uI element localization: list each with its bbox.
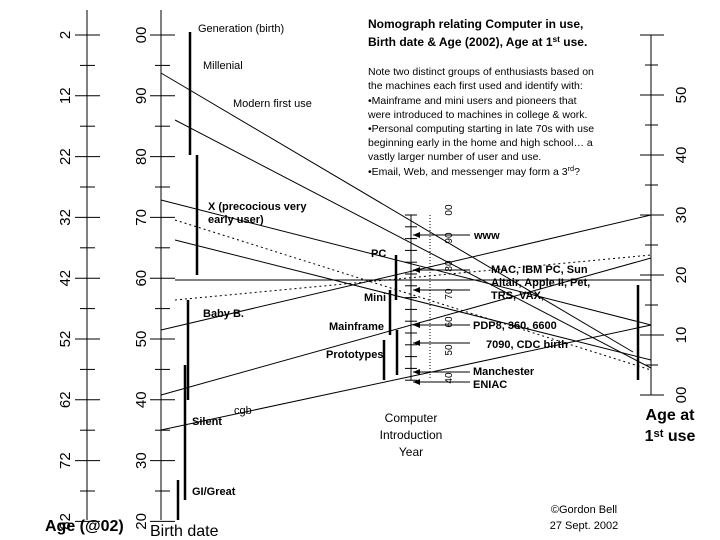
machine-arrowhead: [413, 267, 420, 273]
credit-line-2: 27 Sept. 2002: [550, 520, 619, 532]
age-tick-label: 72: [57, 452, 74, 469]
computer-intro-label-2: Introduction: [380, 428, 443, 442]
class-pc-label: PC: [371, 248, 386, 260]
first-use-tick-label: 50: [673, 87, 690, 104]
birth-tick-label: 90: [133, 87, 150, 104]
age-2002-axis-label: Age (@02): [45, 518, 124, 535]
first-use-tick-label: 40: [673, 147, 690, 164]
age-tick-label: 82: [57, 513, 74, 530]
nomograph-line: [160, 324, 652, 431]
generation-modern-label: Modern first use: [233, 98, 312, 110]
intro-tick-label: 00: [444, 204, 455, 216]
note-line-8: •Email, Web, and messenger may form a 3r…: [368, 164, 580, 178]
machine-manchester-label: Manchester: [473, 366, 535, 378]
birth-tick-label: 40: [133, 391, 150, 408]
machine-7090-label: 7090, CDC birth: [486, 339, 568, 351]
note-line-2: the machines each first used and identif…: [368, 80, 583, 92]
age-tick-label: 42: [57, 270, 74, 287]
title-line-1: Nomograph relating Computer in use,: [368, 17, 583, 31]
credit-line-1: ©Gordon Bell: [551, 504, 617, 516]
intro-tick-label: 90: [444, 232, 455, 244]
intro-tick-label: 70: [444, 288, 455, 300]
machine-arrowhead: [413, 287, 420, 293]
first-use-tick-label: 00: [673, 387, 690, 404]
age-tick-label: 52: [57, 331, 74, 348]
title-line-2: Birth date & Age (2002), Age at 1st use.: [368, 34, 587, 49]
birth-tick-label: 60: [133, 270, 150, 287]
age-tick-label: 22: [57, 148, 74, 165]
birth-tick-label: 00: [133, 27, 150, 44]
generation-millenial-label: Millenial: [203, 60, 243, 72]
birth-date-axis-label: Birth date: [150, 523, 219, 540]
nomograph-lines: [160, 72, 652, 431]
age-tick-label: 32: [57, 209, 74, 226]
machine-arrowhead: [413, 369, 420, 375]
age-tick-label: 62: [57, 391, 74, 408]
class-mini-label: Mini: [364, 292, 386, 304]
birth-tick-label: 30: [133, 452, 150, 469]
generation-baby-label: Baby B.: [203, 308, 244, 320]
birth-tick-label: 80: [133, 148, 150, 165]
note-line-4: were introduced to machines in college &…: [367, 109, 587, 121]
class-prototypes-label: Prototypes: [326, 349, 383, 361]
nomograph-dotted-line: [174, 219, 652, 371]
first-use-tick-label: 20: [673, 267, 690, 284]
nomograph-line: [174, 239, 652, 361]
nomograph-line: [160, 257, 652, 396]
age-tick-label: 2: [57, 31, 74, 39]
machine-eniac-label: ENIAC: [473, 379, 507, 391]
intro-tick-label: 80: [444, 260, 455, 272]
nomograph-line: [160, 214, 652, 331]
generation-x-label-2: early user): [208, 214, 264, 226]
class-mainframe-label: Mainframe: [329, 321, 384, 333]
age-first-use-label-2: 1st use: [645, 428, 696, 445]
birth-tick-label: 50: [133, 331, 150, 348]
note-line-1: Note two distinct groups of enthusiasts …: [368, 66, 594, 78]
nomograph-line: [160, 72, 634, 353]
intro-tick-label: 40: [444, 372, 455, 384]
computer-intro-label-3: Year: [399, 445, 423, 459]
machine-arrowhead: [413, 340, 420, 346]
generation-cgb-label: cgb: [234, 405, 252, 417]
range-bars: [176, 32, 640, 520]
generation-silent-label: Silent: [192, 416, 222, 428]
note-line-5: •Personal computing starting in late 70s…: [368, 123, 594, 135]
nomograph-line: [174, 119, 652, 369]
generation-header-label: Generation (birth): [198, 23, 284, 35]
machine-mac-label-3: TRS, VAX,: [491, 290, 544, 302]
machine-mac-label-1: MAC, IBM PC, Sun: [491, 264, 588, 276]
intro-tick-label: 60: [444, 316, 455, 328]
machine-arrowhead: [413, 379, 420, 385]
age-tick-label: 12: [57, 87, 74, 104]
generation-great-label: GI/Great: [192, 486, 236, 498]
axes: 2 00 12 90 22 80 32 70 42 60 52 50 62 40 72 30 82 20 50 40 3…: [57, 10, 690, 530]
note-line-3: •Mainframe and mini users and pioneers t…: [368, 95, 577, 107]
birth-tick-label: 70: [133, 209, 150, 226]
generation-x-label-1: X (precocious very: [208, 201, 307, 213]
computer-intro-label-1: Computer: [385, 411, 438, 425]
note-line-7: vastly larger number of user and use.: [368, 151, 541, 163]
nomograph-line: [160, 199, 652, 326]
machine-arrowhead: [413, 322, 420, 328]
birth-tick-label: 20: [133, 513, 150, 530]
first-use-tick-label: 10: [673, 327, 690, 344]
first-use-tick-label: 30: [673, 207, 690, 224]
machine-www-label: www: [473, 230, 500, 242]
machine-arrowhead: [413, 232, 420, 238]
machine-pdp8-label: PDP8, 360, 6600: [473, 320, 557, 332]
machine-mac-label-2: Altair, Apple II, Pet,: [491, 277, 590, 289]
age-first-use-label-1: Age at: [646, 407, 696, 424]
intro-tick-label: 50: [444, 344, 455, 356]
note-line-6: beginning early in the home and high sch…: [368, 137, 593, 149]
labels: Nomograph relating Computer in use, Birt…: [45, 17, 696, 540]
